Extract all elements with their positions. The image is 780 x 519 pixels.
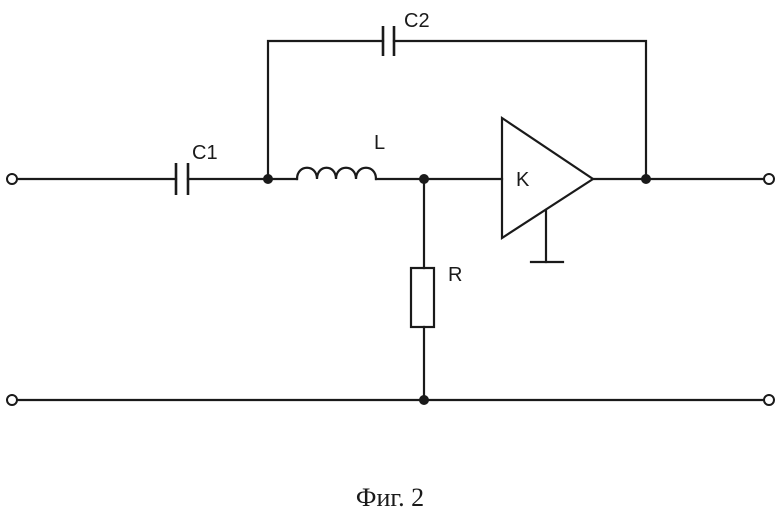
- output-terminal: [763, 173, 775, 185]
- label-c2: C2: [404, 10, 430, 32]
- junction-node: [263, 174, 273, 184]
- junction-node: [419, 174, 429, 184]
- output-ground-terminal: [763, 394, 775, 406]
- capacitor-c2: [381, 26, 396, 56]
- figure-caption: Фиг. 2: [356, 483, 424, 512]
- input-terminal: [6, 173, 18, 185]
- inductor-l: [295, 166, 378, 181]
- junction-node: [419, 395, 429, 405]
- label-k: K: [516, 169, 530, 191]
- junction-node: [641, 174, 651, 184]
- feedback-loop: [266, 39, 648, 181]
- resistor-r: [409, 177, 436, 402]
- amplifier-k: [500, 115, 595, 264]
- label-c1: C1: [192, 142, 218, 164]
- label-l: L: [374, 132, 385, 154]
- label-r: R: [448, 264, 462, 286]
- capacitor-c1: [174, 163, 190, 195]
- input-ground-terminal: [6, 394, 18, 406]
